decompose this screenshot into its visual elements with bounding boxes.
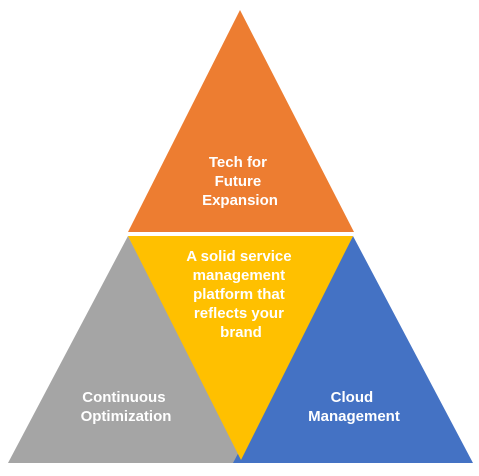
center-segment: [128, 236, 353, 460]
center-label-line: platform that: [193, 286, 285, 303]
top-segment-label: Tech for Future Expansion: [202, 154, 278, 209]
right-segment-label: Cloud Management: [308, 389, 400, 425]
top-label-line: Tech for: [209, 154, 267, 171]
right-label-line: Cloud: [331, 389, 374, 406]
left-segment: [8, 236, 248, 463]
center-label-line: brand: [220, 324, 262, 341]
top-label-line: Future: [215, 173, 262, 190]
center-label-line: A solid service: [186, 248, 291, 265]
center-label-line: management: [193, 267, 286, 284]
right-segment: [233, 236, 473, 463]
right-label-line: Management: [308, 408, 400, 425]
top-label-line: Expansion: [202, 192, 278, 209]
left-label-line: Optimization: [81, 408, 172, 425]
left-segment-label: Continuous Optimization: [81, 389, 172, 425]
top-segment: [128, 10, 354, 232]
center-label-line: reflects your: [194, 305, 284, 322]
left-label-line: Continuous: [82, 389, 165, 406]
center-segment-label: A solid service management platform that…: [186, 248, 296, 341]
